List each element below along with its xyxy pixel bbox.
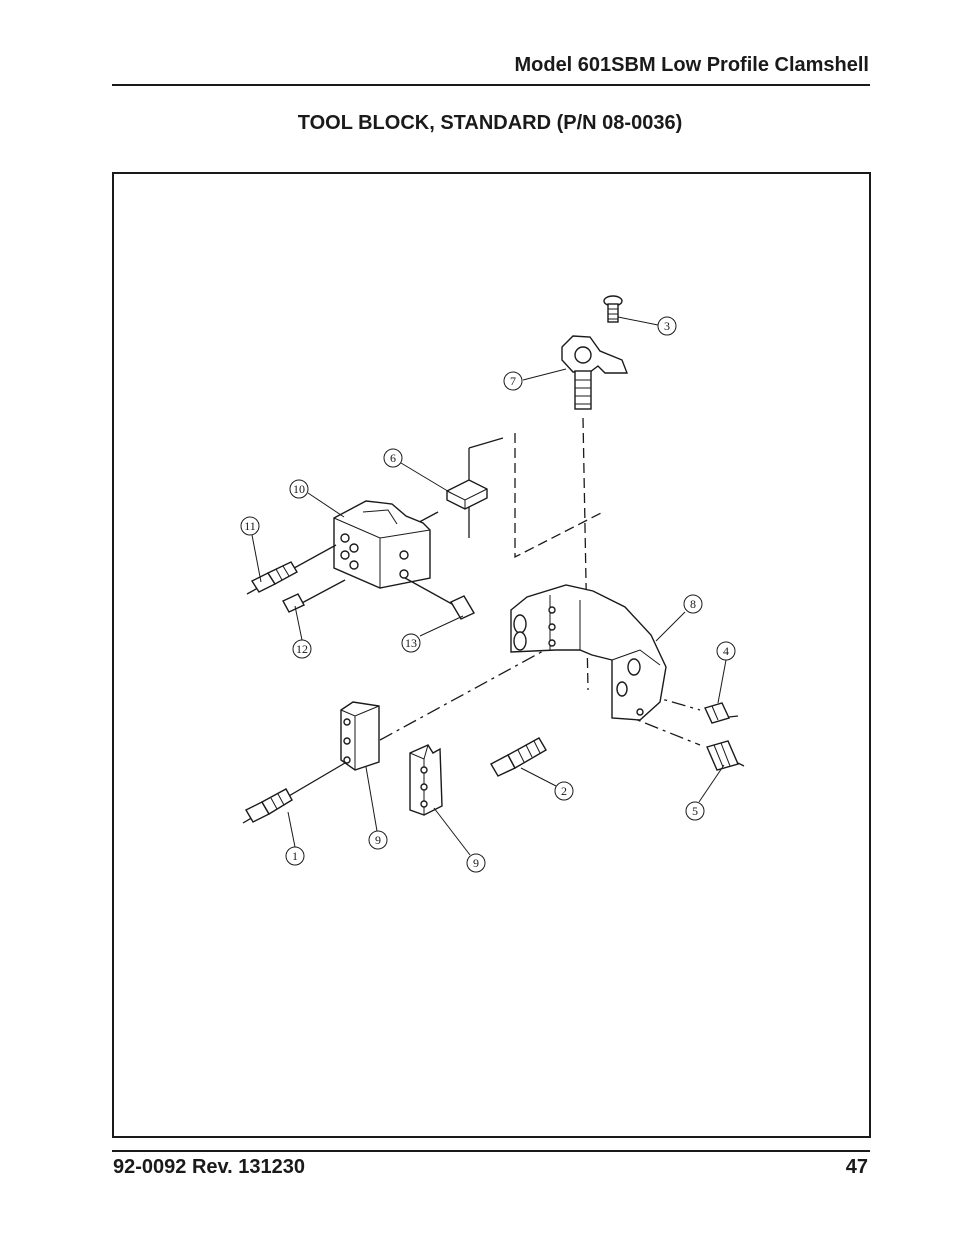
callout-9-lower: 9 [466,853,486,873]
part-7-stud [561,335,629,410]
part-11-screw [246,544,337,595]
footer-doc-number: 92-0092 Rev. 131230 [113,1156,306,1178]
part-9-plate-b [409,744,443,816]
callout-12-label: 12 [296,642,308,656]
callout-7: 7 [503,371,523,391]
callout-5-label: 5 [692,804,698,818]
part-12-setscrew [282,579,346,613]
callout-11-label: 11 [244,519,256,533]
callout-3: 3 [657,316,677,336]
callout-12: 12 [292,639,312,659]
callout-1: 1 [285,846,305,866]
callout-8-label: 8 [690,597,696,611]
callout-9-upper-label: 9 [375,833,381,847]
header-title: Model 601SBM Low Profile Clamshell [514,54,869,76]
header-rule [112,84,870,86]
footer-rule [112,1150,870,1152]
callout-9-upper: 9 [368,830,388,850]
callout-7-label: 7 [510,374,516,388]
leader-lines [251,316,727,856]
part-1-screw [242,762,346,824]
callout-3-label: 3 [664,319,670,333]
part-6-nut [446,479,488,510]
callout-4: 4 [716,641,736,661]
section-title: TOOL BLOCK, STANDARD (P/N 08-0036) [297,112,683,134]
callout-4-label: 4 [723,644,729,658]
callout-13-label: 13 [405,636,417,650]
callout-1-label: 1 [292,849,298,863]
part-5-setscrew [706,740,745,771]
part-13-setscrew [404,577,475,620]
callout-6-label: 6 [390,451,396,465]
figure-frame [112,172,871,1138]
callout-5: 5 [685,801,705,821]
callout-8: 8 [683,594,703,614]
callout-6: 6 [383,448,403,468]
part-10-block [333,500,431,589]
part-9-plate-a [340,701,380,771]
callout-9-lower-label: 9 [473,856,479,870]
footer-page-number: 47 [845,1156,868,1178]
callout-13: 13 [401,633,421,653]
callout-10-label: 10 [293,482,305,496]
part-4-setscrew [704,702,739,724]
part-8-body [510,584,667,721]
callout-10: 10 [289,479,309,499]
part-3-screw [603,295,623,323]
part-2-screw [490,737,547,777]
callout-2-label: 2 [561,784,567,798]
callout-11: 11 [240,516,260,536]
callout-2: 2 [554,781,574,801]
